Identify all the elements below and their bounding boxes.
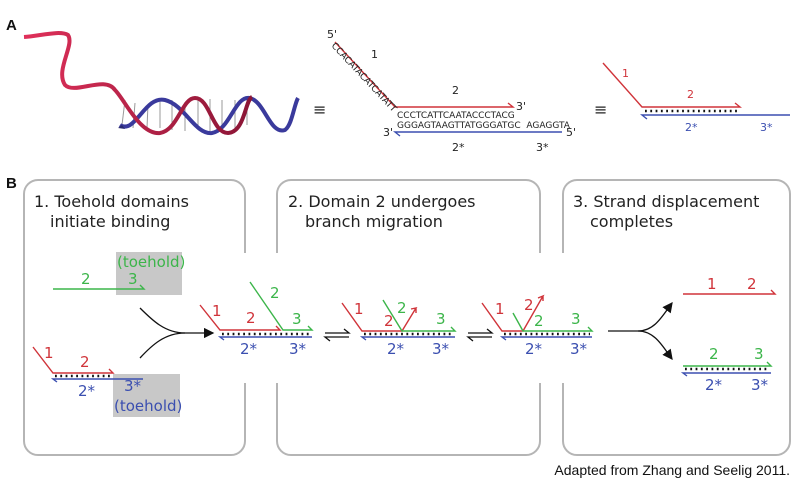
domain-3-star-label: 3* [570, 340, 588, 358]
toehold-highlight [113, 374, 180, 417]
domain-3-star-label: 3* [124, 377, 142, 395]
domain-2-label: 2 [246, 309, 256, 327]
dna-helix-render [23, 31, 300, 136]
domain-2-label: 2 [80, 353, 90, 371]
equivalence-symbol: ≡ [313, 100, 326, 119]
panel-label-a: A [6, 17, 17, 34]
product-duplex: 2 3 2* 3* [680, 345, 773, 394]
sequence-diagram: 5' CCACATACATCATATT 1 2 3' CCCTCATTCAATA… [327, 28, 576, 154]
domain-1-label: 1 [44, 344, 54, 362]
equivalence-symbol-2: ≡ [594, 100, 607, 119]
three-prime-label-bottom: 3' [383, 126, 393, 139]
step-3-subtitle: completes [590, 212, 673, 231]
domain-2-star-label: 2* [525, 340, 543, 358]
domain-1-label: 1 [371, 48, 378, 61]
domain-2-star-label: 2* [685, 121, 698, 134]
domain-3-star-label: 3* [289, 340, 307, 358]
domain-1-label: 1 [212, 302, 222, 320]
domain-2-label: 2 [81, 270, 91, 288]
equilibrium-arrows-2 [466, 328, 494, 342]
toehold-highlight [116, 252, 182, 295]
domain-2-star-label: 2* [705, 376, 723, 394]
domain-2-label: 2 [270, 284, 280, 302]
domain-2-label: 2 [524, 296, 534, 314]
domain-3-star-label: 3* [536, 141, 549, 154]
equilibrium-arrows-1 [323, 328, 351, 342]
domain-1-label: 1 [354, 300, 364, 318]
top-sequence: CCCTCATTCAATACCCTACG [397, 111, 515, 121]
domain-1-label: 1 [622, 67, 629, 80]
domain-3-label: 3 [571, 310, 581, 328]
domain-3-star-label: 3* [432, 340, 450, 358]
bottom-sequence: GGGAGTAAGTTATGGGATGC AGAGGTA [397, 121, 571, 131]
toehold-label: (toehold) [117, 253, 185, 271]
split-arrow [608, 301, 673, 361]
domain-3-star-label: 3* [760, 121, 773, 134]
domain-2-label: 2 [747, 275, 757, 293]
step-1-title: 1. Toehold domains [34, 192, 189, 211]
step-3-title: 3. Strand displacement [573, 192, 759, 211]
domain-1-label: 1 [707, 275, 717, 293]
domain-2-label: 2 [534, 312, 544, 330]
merge-arrow [139, 307, 215, 359]
toehold-label: (toehold) [114, 397, 182, 415]
step-2-subtitle: branch migration [305, 212, 443, 231]
diagonal-sequence: CCACATACATCATATT [329, 41, 398, 114]
domain-3-star-label: 3* [751, 376, 769, 394]
domain-3-label: 3 [128, 270, 138, 288]
domain-2-label: 2 [452, 84, 459, 97]
released-strand: 1 2 [683, 275, 777, 295]
attribution-caption: Adapted from Zhang and Seelig 2011. [554, 462, 790, 478]
domain-2-label: 2 [384, 312, 394, 330]
domain-3-label: 3 [436, 310, 446, 328]
domain-3-label: 3 [754, 345, 764, 363]
step-1-subtitle: initiate binding [50, 212, 170, 231]
domain-2-star-label: 2* [452, 141, 465, 154]
branch-migration-intermediate-1: 1 2 2 3 2* 3* [341, 299, 457, 358]
domain-1-label: 1 [495, 300, 505, 318]
domain-3-label: 3 [292, 310, 302, 328]
step-2-title: 2. Domain 2 undergoes [288, 192, 476, 211]
domain-diagram: 1 2 2* 3* [602, 62, 790, 134]
toehold-bound-complex: 1 2 2 3 2* 3* [199, 281, 314, 358]
domain-2-star-label: 2* [387, 340, 405, 358]
invader-strand: (toehold) 2 3 [53, 252, 185, 295]
substrate-complex: 1 2 2* 3* (toehold) [32, 344, 182, 417]
three-prime-label: 3' [516, 100, 526, 113]
domain-2-star-label: 2* [78, 382, 96, 400]
domain-2-label: 2 [397, 299, 407, 317]
panel-label-b: B [6, 175, 17, 192]
five-prime-label: 5' [327, 28, 337, 41]
domain-2-label: 2 [687, 88, 694, 101]
domain-2-star-label: 2* [240, 340, 258, 358]
branch-migration-intermediate-2: 1 2 2 3 2* 3* [481, 294, 594, 358]
domain-2-label: 2 [709, 345, 719, 363]
five-prime-label-bottom: 5' [566, 126, 576, 139]
